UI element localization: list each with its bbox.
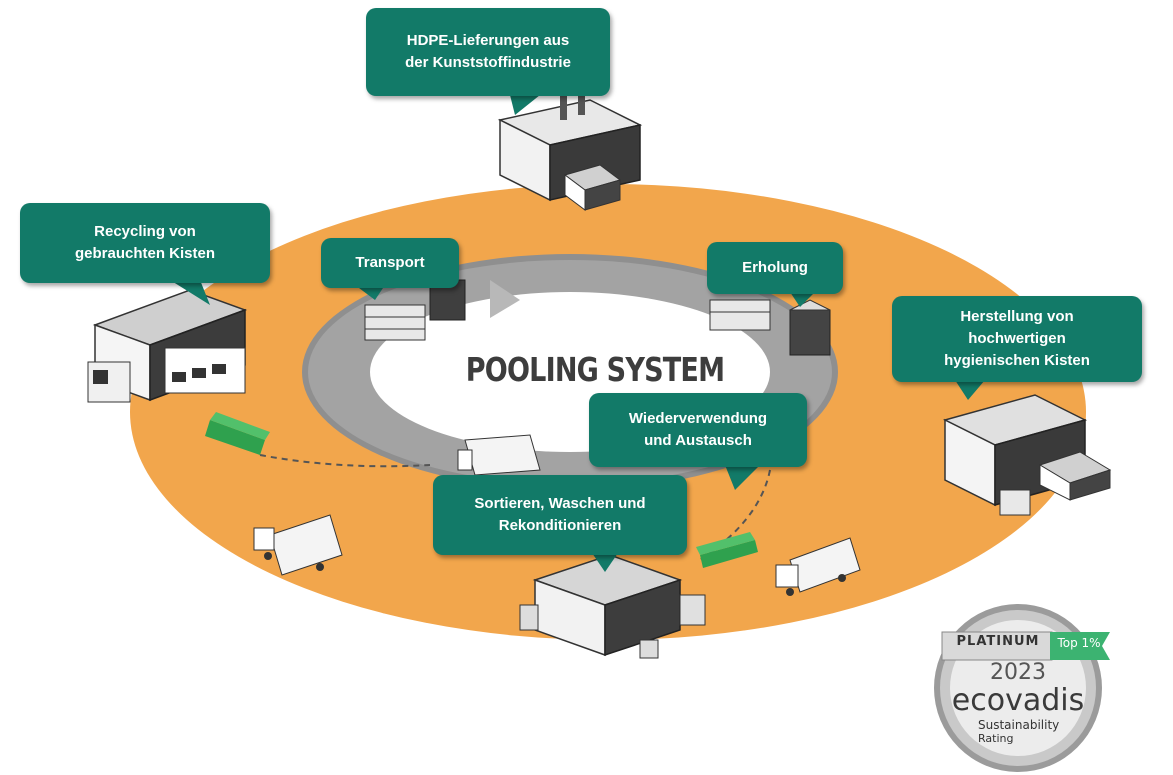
pointer-transport	[355, 285, 385, 300]
callout-recycling: Recycling von gebrauchten Kisten	[20, 203, 270, 283]
badge-line1: Sustainability	[978, 718, 1060, 732]
track-arrow	[490, 280, 520, 318]
recycling-building-icon	[87, 289, 248, 403]
crate-stack-icon-right	[696, 532, 758, 568]
truck-icon-inner	[457, 434, 541, 476]
pointer-erholung	[790, 292, 815, 307]
callout-wiederverwendung: Wiederverwendung und Austausch	[589, 393, 807, 467]
callout-erholung: Erholung	[707, 242, 843, 294]
badge-line2: Rating	[978, 732, 1014, 745]
washing-building-icon	[519, 554, 706, 659]
factory-icon-top	[497, 90, 643, 211]
crate-pile-icon-transport	[364, 279, 466, 341]
factory-icon-right	[942, 394, 1112, 516]
badge-tier: PLATINUM	[956, 634, 1040, 649]
truck-icon-lower-left	[253, 514, 343, 576]
pointer-sortieren	[590, 550, 620, 572]
pointer-wiederverwendung	[725, 465, 760, 490]
pointer-recycling	[170, 280, 210, 305]
truck-icon-lower-right	[775, 537, 861, 596]
badge-year: 2023	[990, 660, 1046, 685]
pointer-hdpe	[510, 95, 540, 115]
ecovadis-badge	[934, 604, 1110, 772]
badge-top-percent: Top 1%	[1057, 636, 1101, 650]
callout-transport: Transport	[321, 238, 459, 288]
badge-brand: ecovadis	[951, 683, 1085, 718]
callout-hdpe-supply: HDPE-Lieferungen aus der Kunststoffindus…	[366, 8, 610, 96]
crate-pile-icon-erholung	[709, 299, 831, 356]
pooling-system-title: POOLING SYSTEM	[465, 350, 725, 389]
callout-sortieren: Sortieren, Waschen und Rekonditionieren	[433, 475, 687, 555]
callout-herstellung: Herstellung von hochwertigen hygienische…	[892, 296, 1142, 382]
crate-stack-icon-left	[205, 412, 270, 455]
pointer-herstellung	[955, 380, 985, 400]
